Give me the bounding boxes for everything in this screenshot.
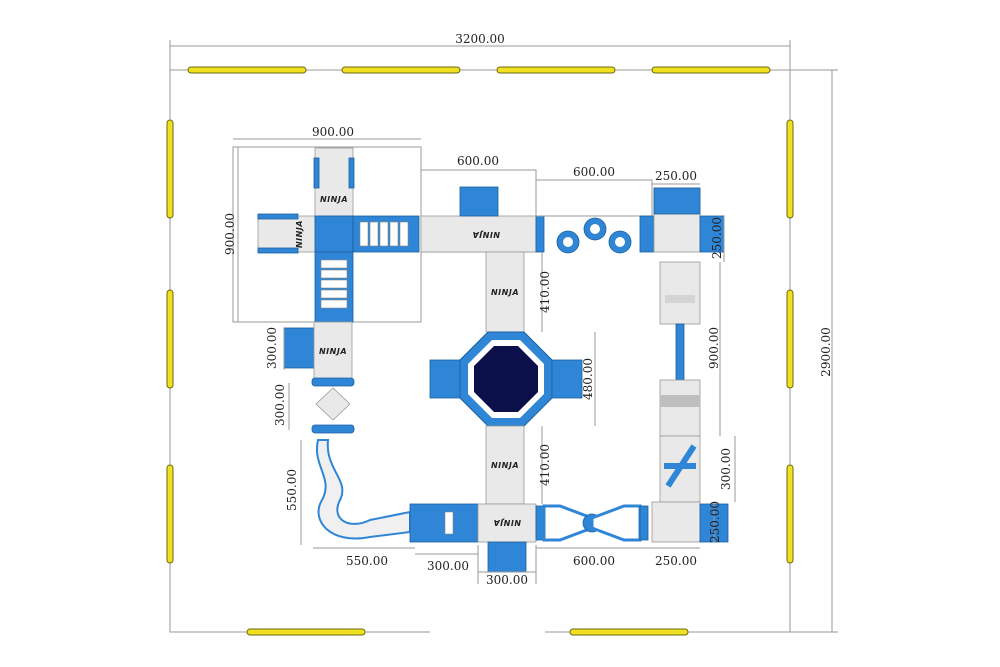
trampoline-side-right — [551, 359, 583, 399]
dim-600-top-a: 600.00 — [421, 154, 536, 171]
ninja-label: NINJA — [491, 288, 519, 297]
svg-text:250.00: 250.00 — [655, 169, 697, 183]
buoy-left-2 — [166, 289, 174, 389]
dim-900-top: 900.00 — [233, 125, 421, 140]
svg-text:250.00: 250.00 — [710, 217, 724, 259]
overall-height-label: 2900.00 — [819, 327, 833, 377]
right-block-lower — [659, 379, 701, 437]
buoy-markers — [166, 66, 794, 636]
dim-300-bottom-b: 300.00 — [477, 545, 537, 587]
ninja-label: NINJA — [295, 220, 304, 248]
dim-300-left-b: 300.00 — [273, 383, 290, 430]
svg-text:300.00: 300.00 — [273, 384, 287, 426]
dim-600-bottom: 600.00 — [536, 547, 652, 568]
svg-text:300.00: 300.00 — [486, 573, 528, 587]
cross-center — [314, 215, 354, 253]
svg-text:300.00: 300.00 — [427, 559, 469, 573]
buoy-top-1 — [187, 66, 307, 74]
buoy-right-2 — [786, 289, 794, 389]
center-trampoline: NINJA NINJA — [429, 251, 583, 505]
svg-text:480.00: 480.00 — [581, 358, 595, 400]
buoy-left-3 — [166, 464, 174, 564]
ninja-label: NINJA — [320, 195, 348, 204]
dim-300-left-a: 300.00 — [265, 327, 285, 370]
svg-text:410.00: 410.00 — [538, 271, 552, 313]
bottom-left-platform — [409, 503, 479, 543]
dim-900-left: 900.00 — [223, 147, 239, 322]
buoy-left-1 — [166, 119, 174, 219]
corner-platform-right — [699, 215, 725, 253]
ninja-label: NINJA — [493, 518, 521, 527]
overall-height-dimension: 2900.00 — [790, 69, 838, 633]
buoy-top-4 — [651, 66, 771, 74]
ninja-label: NINJA — [491, 461, 519, 470]
top-middle-module: NINJA — [420, 169, 545, 253]
svg-text:600.00: 600.00 — [573, 165, 615, 179]
boundary-outline — [169, 69, 791, 633]
svg-text:410.00: 410.00 — [538, 444, 552, 486]
ninja-block-left — [313, 321, 353, 381]
bottom-platform — [487, 541, 527, 573]
dim-900-right: 900.00 — [707, 262, 721, 436]
ninja-label: NINJA — [319, 347, 347, 356]
trampoline-surface — [474, 346, 538, 412]
dim-600-top-b: 600.00 — [536, 165, 652, 181]
buoy-top-3 — [496, 66, 616, 74]
dim-250-right-bottom: 250.00 — [708, 501, 722, 543]
side-platform-left — [283, 327, 315, 369]
top-platform — [459, 186, 499, 217]
diamond-connector — [315, 387, 351, 421]
bottom-row-modules: NINJA — [409, 501, 729, 573]
buoy-bottom-1 — [246, 628, 366, 636]
cross-arm-left — [257, 215, 316, 253]
dim-410-upper: 410.00 — [538, 252, 552, 332]
buoy-bottom-2 — [569, 628, 689, 636]
svg-text:300.00: 300.00 — [719, 448, 733, 490]
dim-480: 480.00 — [581, 332, 596, 426]
dim-550-vertical: 550.00 — [285, 440, 302, 545]
dim-410-lower: 410.00 — [538, 426, 552, 504]
dim-250-top: 250.00 — [652, 169, 700, 185]
bottom-ninja-block — [477, 503, 537, 543]
trampoline-side-left — [429, 359, 461, 399]
right-column-modules — [659, 261, 701, 503]
slide-curve — [315, 439, 411, 540]
svg-text:900.00: 900.00 — [707, 327, 721, 369]
buoy-top-2 — [341, 66, 461, 74]
spinner-wheels — [535, 179, 653, 254]
dim-300-right: 300.00 — [719, 436, 736, 502]
dim-300-bottom-a: 300.00 — [415, 553, 478, 573]
dim-250-bottom: 250.00 — [652, 547, 700, 568]
svg-text:600.00: 600.00 — [457, 154, 499, 168]
left-column-modules: NINJA — [283, 321, 411, 540]
ninja-label: NINJA — [472, 230, 500, 239]
center-bridge-upper — [485, 251, 525, 333]
svg-text:300.00: 300.00 — [265, 327, 279, 369]
overall-width-label: 3200.00 — [455, 32, 505, 46]
right-log — [675, 323, 685, 381]
dim-550-horizontal: 550.00 — [313, 547, 415, 568]
right-block-upper — [659, 261, 701, 325]
center-bridge-lower — [485, 425, 525, 505]
buoy-right-3 — [786, 464, 794, 564]
svg-text:900.00: 900.00 — [312, 125, 354, 139]
svg-text:550.00: 550.00 — [285, 469, 299, 511]
svg-text:900.00: 900.00 — [223, 213, 237, 255]
bottom-right-corner — [651, 501, 701, 543]
cross-arm-top — [314, 147, 354, 217]
buoy-right-1 — [786, 119, 794, 219]
svg-text:250.00: 250.00 — [708, 501, 722, 543]
dim-250-right-top: 250.00 — [710, 216, 725, 262]
svg-text:250.00: 250.00 — [655, 554, 697, 568]
corner-platform-top — [653, 187, 701, 215]
svg-text:550.00: 550.00 — [346, 554, 388, 568]
overall-width-dimension: 3200.00 — [169, 32, 791, 70]
top-right-corner — [639, 187, 725, 253]
svg-text:600.00: 600.00 — [573, 554, 615, 568]
cross-module: NINJA NINJA — [232, 146, 422, 323]
